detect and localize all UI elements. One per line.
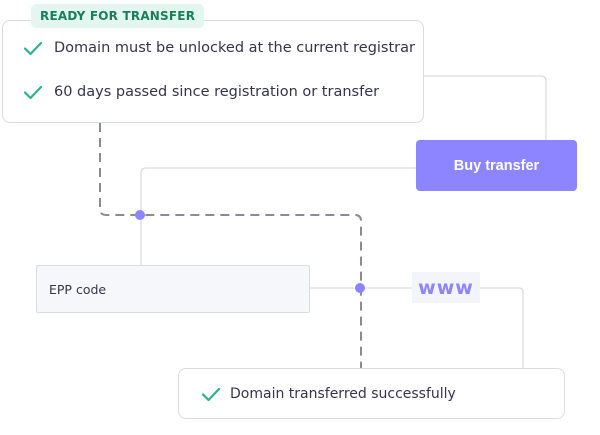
junction-dot-www: [355, 283, 365, 293]
requirement-text: Domain must be unlocked at the current r…: [54, 40, 415, 56]
dashed-flow-line: [99, 123, 362, 368]
epp-code-box: EPP code: [36, 265, 310, 313]
epp-code-label: EPP code: [49, 281, 107, 297]
junction-dot-epp: [135, 210, 145, 220]
result-text: Domain transferred successfully: [230, 385, 456, 402]
check-icon: [23, 85, 43, 100]
connector-buy-to-epp: [140, 167, 416, 265]
connector-www-to-result: [480, 287, 524, 368]
www-globe-icon: www: [412, 272, 480, 303]
check-icon: [23, 41, 43, 56]
requirement-text: 60 days passed since registration or tra…: [54, 84, 380, 100]
requirements-card: Domain must be unlocked at the current r…: [2, 20, 424, 123]
buy-transfer-button[interactable]: Buy transfer: [416, 140, 577, 191]
result-card: Domain transferred successfully: [178, 368, 565, 419]
result-item: Domain transferred successfully: [201, 369, 456, 418]
check-icon: [201, 387, 221, 401]
status-badge: READY FOR TRANSFER: [31, 4, 205, 28]
requirement-item: 60 days passed since registration or tra…: [23, 84, 379, 100]
connector-topcard-to-buy: [424, 75, 547, 140]
requirement-item: Domain must be unlocked at the current r…: [23, 40, 415, 56]
